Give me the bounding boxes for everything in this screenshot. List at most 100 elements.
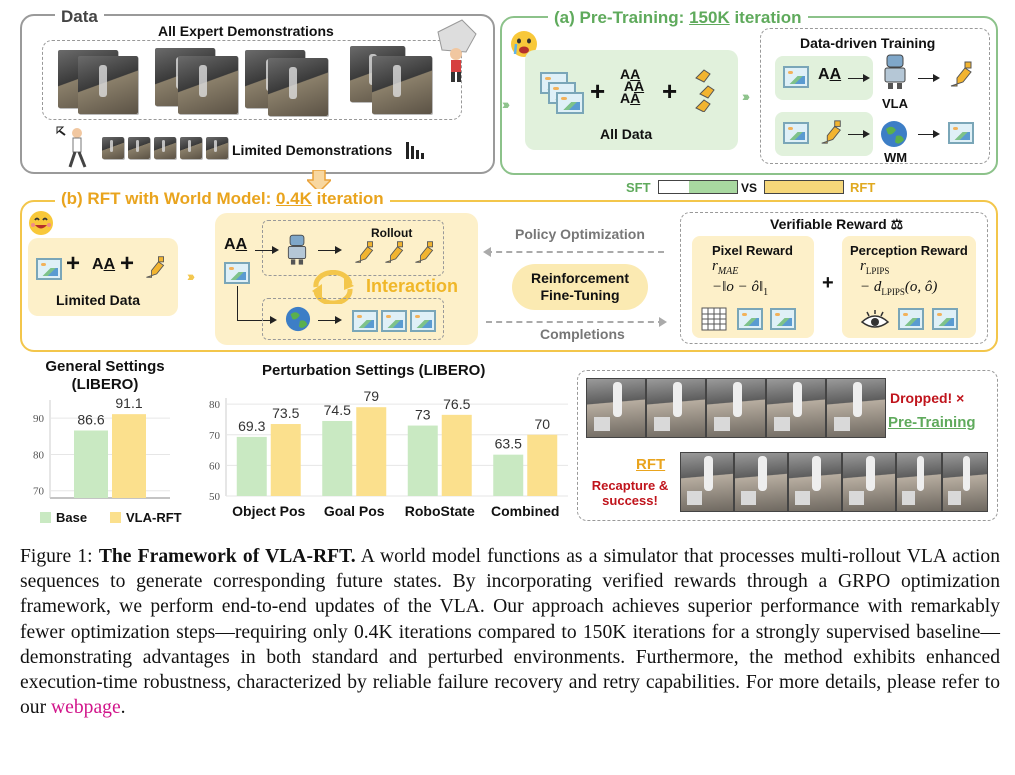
plus-sign: + — [822, 272, 834, 294]
rft-frame — [942, 452, 988, 512]
text-icon: AA — [818, 66, 842, 83]
bar-vla-rft — [270, 424, 301, 496]
y-tick-label: 70 — [209, 430, 221, 442]
data-label: 91.1 — [115, 395, 142, 411]
image-icon — [898, 308, 924, 330]
bar-base — [74, 430, 108, 498]
x-tick-label: Combined — [491, 503, 559, 519]
legend-label: Base — [56, 510, 87, 525]
arrow — [918, 130, 940, 138]
expert-demos-box — [42, 40, 462, 120]
limited-demos-label: Limited Demonstrations — [232, 142, 393, 158]
bar-base — [407, 425, 438, 496]
text-icon: AA — [224, 236, 248, 253]
rollout-label: Rollout — [371, 226, 413, 240]
arrow — [237, 316, 277, 324]
data-label: 73 — [415, 407, 431, 423]
reinforcement-finetuning-label: Reinforcement Fine-Tuning — [512, 264, 648, 310]
flow-chevron: ››› — [187, 268, 195, 284]
robot-arm-icon — [355, 241, 374, 263]
rft-label: RFT — [850, 180, 876, 195]
robot-arm-icon — [385, 241, 404, 263]
data-label: 86.6 — [77, 411, 104, 427]
arrow — [318, 316, 342, 324]
rft-panel — [20, 200, 998, 352]
completions-arrow — [486, 317, 667, 327]
arrow — [848, 130, 870, 138]
grid-icon — [701, 307, 727, 331]
plus-sign: + — [590, 76, 606, 106]
webpage-link[interactable]: webpage — [51, 697, 121, 719]
smile-emoji-icon — [29, 211, 53, 235]
pretraining-result-label: Pre-Training — [888, 414, 976, 431]
demo-panel — [577, 370, 998, 521]
plus-sign: + — [66, 250, 81, 277]
image-icon — [224, 262, 250, 284]
data-panel — [20, 14, 495, 174]
data-driven-box — [760, 28, 990, 164]
robot-icon — [884, 54, 906, 89]
person-carrying-icon — [437, 19, 477, 82]
pretraining-frame — [826, 378, 886, 438]
image-icon — [783, 122, 809, 144]
image-icon — [36, 258, 62, 280]
verifiable-reward-label: Verifiable Reward ⚖ — [770, 216, 904, 232]
sft-bar — [658, 180, 738, 194]
plus-sign: + — [120, 250, 135, 277]
cycle-arrows-icon — [312, 270, 354, 304]
x-tick-label: RoboState — [405, 503, 475, 519]
vla-label: VLA — [882, 96, 908, 111]
demo-thumbnail — [78, 56, 138, 114]
pixel-reward-symbol: rMAE — [712, 258, 739, 277]
arrow — [918, 74, 940, 82]
completions-label: Completions — [540, 326, 625, 342]
all-data-label: All Data — [600, 126, 653, 142]
interaction-label: Interaction — [366, 276, 459, 296]
rft-frame — [788, 452, 842, 512]
bar-vla-rft — [112, 414, 146, 498]
figure-caption: Figure 1: The Framework of VLA-RFT. A wo… — [20, 546, 1000, 719]
image-icon — [410, 310, 436, 332]
legend-swatch — [110, 512, 121, 523]
robot-arm-stack-icon — [695, 69, 715, 112]
bar-vla-rft — [527, 434, 558, 496]
eye-icon — [860, 310, 890, 328]
limited-thumbnail — [180, 137, 202, 159]
perception-reward-formula: − dLPIPS(o, ô) — [860, 279, 938, 297]
image-icon — [352, 310, 378, 332]
demo-thumbnail — [268, 58, 328, 116]
rollout-box — [262, 220, 444, 276]
y-tick-label: 60 — [209, 460, 221, 472]
limited-thumbnail — [154, 137, 176, 159]
x-tick-label: Object Pos — [232, 503, 305, 519]
robot-arm-icon — [415, 241, 434, 263]
down-arrow-icon — [307, 170, 331, 192]
bar-vla-rft — [356, 407, 387, 496]
y-tick-label: 50 — [209, 491, 221, 503]
pretraining-frame — [586, 378, 646, 438]
text-icon: AA — [92, 256, 116, 273]
limited-thumbnail — [102, 137, 124, 159]
y-tick-label: 90 — [33, 413, 45, 425]
pixel-reward-formula: −‖o − ô‖1 — [712, 279, 769, 298]
rft-frame — [842, 452, 896, 512]
image-icon — [737, 308, 763, 330]
policy-opt-label: Policy Optimization — [515, 226, 645, 242]
flow-chevron: ››› — [742, 88, 750, 104]
pretraining-frame — [646, 378, 706, 438]
demo-thumbnail — [178, 56, 238, 114]
all-expert-label: All Expert Demonstrations — [158, 23, 334, 39]
bar-base — [493, 454, 524, 496]
limited-thumbnail — [206, 137, 228, 159]
limited-thumbnail — [128, 137, 150, 159]
image-icon — [948, 122, 974, 144]
y-tick-label: 70 — [33, 486, 45, 498]
rft-frame — [734, 452, 788, 512]
image-stack-icon — [556, 92, 584, 114]
perception-reward-symbol: rLPIPS — [860, 258, 890, 276]
data-label: 70 — [534, 416, 550, 432]
wm-label: WM — [884, 150, 908, 165]
